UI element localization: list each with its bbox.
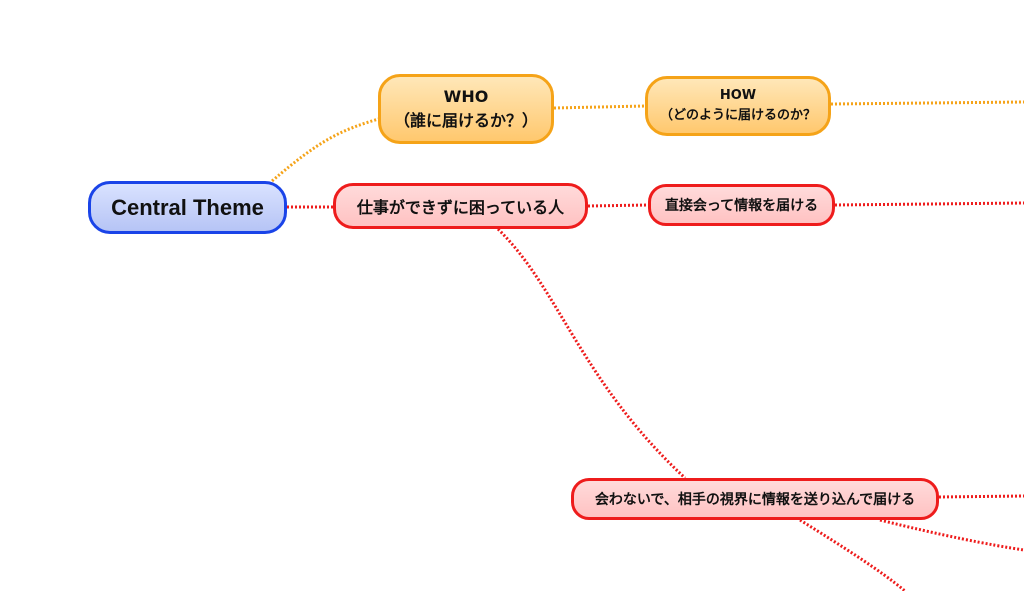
central-theme-label: Central Theme	[111, 194, 264, 220]
method-direct-label: 直接会って情報を届ける	[664, 198, 819, 214]
connector-central-who	[271, 116, 383, 183]
how-title: HOW	[719, 88, 757, 103]
target-node[interactable]: 仕事ができずに困っている人	[333, 183, 588, 229]
who-node[interactable]: WHO （誰に届けるか？）	[378, 74, 554, 144]
how-node[interactable]: HOW （どのように届けるのか？	[645, 76, 831, 136]
who-subtitle: （誰に届けるか？）	[393, 111, 538, 130]
connector-remote-offscreen-2	[879, 518, 1024, 552]
central-theme-node[interactable]: Central Theme	[88, 181, 287, 234]
connector-remote-offscreen-3	[799, 518, 906, 591]
target-label: 仕事ができずに困っている人	[356, 198, 565, 217]
connector-target-direct	[587, 203, 649, 208]
how-subtitle: （どのように届けるのか？	[659, 108, 816, 123]
method-remote-node[interactable]: 会わないで、相手の視界に情報を送り込んで届ける	[571, 478, 939, 520]
connector-target-remote	[496, 227, 687, 480]
method-direct-node[interactable]: 直接会って情報を届ける	[648, 184, 835, 226]
connector-who-how	[553, 104, 646, 110]
connector-direct-offscreen	[834, 201, 1024, 207]
who-title: WHO	[443, 87, 489, 106]
connector-how-offscreen	[830, 100, 1024, 106]
connector-remote-offscreen-1	[938, 494, 1024, 499]
method-remote-label: 会わないで、相手の視界に情報を送り込んで届ける	[594, 492, 916, 508]
